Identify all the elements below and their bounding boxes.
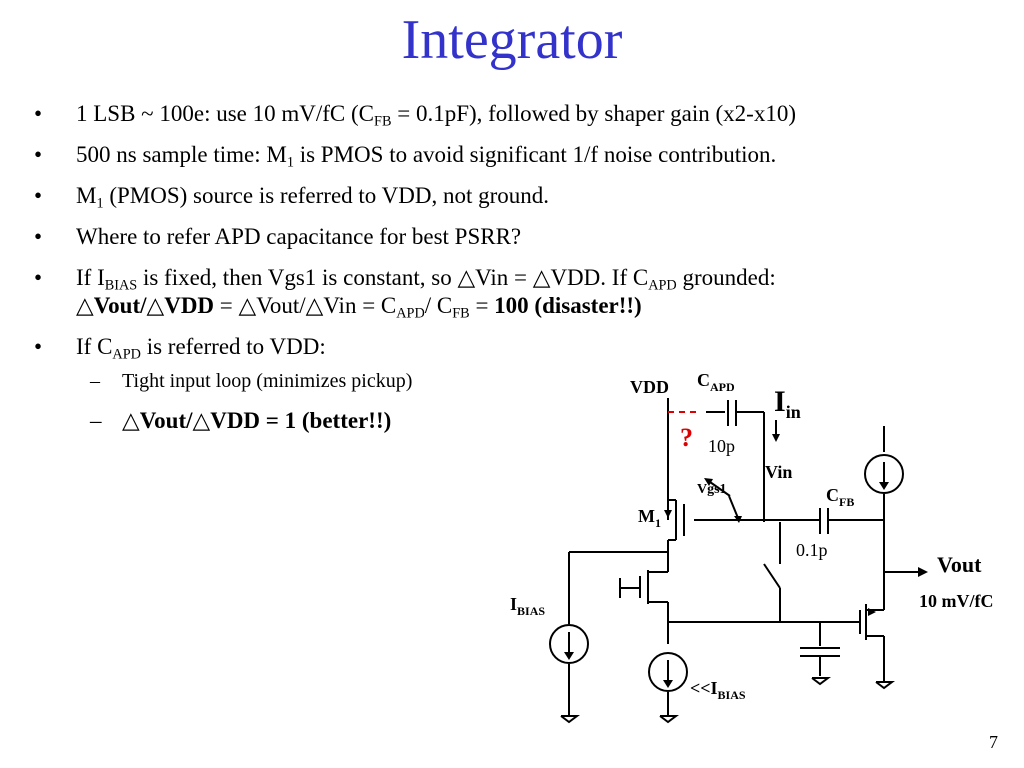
vgs1-label: Vgs1: [697, 482, 727, 497]
cfb-label: CFB: [826, 485, 854, 509]
bullet-capd-vdd: If CAPD is referred to VDD: –Tight input…: [30, 333, 1010, 435]
sub-bullet-tight-loop: –Tight input loop (minimizes pickup): [90, 370, 413, 392]
ibias2-label: <<IBIAS: [690, 678, 746, 702]
ground-ibias: [560, 715, 580, 724]
iin-arrowhead: [772, 434, 780, 442]
vgs1-arrowhead-lower: [734, 516, 742, 523]
bullet-ibias-fixed: If IBIAS is fixed, then Vgs1 is constant…: [30, 264, 1010, 320]
circuit-wires: [549, 398, 920, 724]
output-source-arrowhead: [879, 482, 889, 490]
bullet-apd-question: Where to refer APD capacitance for best …: [30, 223, 1010, 251]
vdd-label: VDD: [630, 377, 669, 397]
iin-label: Iin: [774, 385, 801, 422]
capd-label: CAPD: [697, 370, 735, 394]
switch-blade: [763, 563, 781, 589]
cfb-value-label: 0.1p: [796, 540, 828, 560]
vgs1-arrow-lower: [728, 495, 739, 519]
bullet-list: 1 LSB ~ 100e: use 10 mV/fC (CFB = 0.1pF)…: [30, 100, 1010, 448]
ground-ibias2: [659, 715, 679, 724]
ground-output: [875, 681, 895, 690]
ground-load-cap: [811, 677, 831, 686]
slide-number: 7: [989, 732, 998, 752]
ibias2-source: [648, 652, 688, 692]
question-mark: ?: [680, 423, 693, 452]
gain-label: 10 mV/fC: [919, 591, 994, 611]
bullet-m1-source: M1 (PMOS) source is referred to VDD, not…: [30, 182, 1010, 210]
vin-label: Vin: [765, 462, 792, 482]
slide-title: Integrator: [401, 9, 623, 71]
bullet-lsb: 1 LSB ~ 100e: use 10 mV/fC (CFB = 0.1pF)…: [30, 100, 1010, 128]
m1-label: M1: [638, 506, 661, 530]
vgs1-arrowhead-upper: [704, 478, 713, 486]
out-fet-arrow: [868, 608, 876, 616]
arrowheads: [564, 434, 928, 688]
sub-bullet-list: –Tight input loop (minimizes pickup) –△V…: [76, 367, 1010, 435]
ibias-source: [549, 624, 589, 664]
vgs1-arrow-upper: [709, 481, 731, 497]
sub-bullet-better: –△Vout/△VDD = 1 (better!!): [90, 408, 392, 433]
vout-label: Vout: [937, 552, 982, 577]
capd-value-label: 10p: [708, 436, 735, 456]
ibias-arrowhead: [564, 652, 574, 660]
ibias2-arrowhead: [663, 680, 673, 688]
vout-arrow: [918, 567, 928, 577]
bullet-sample-time: 500 ns sample time: M1 is PMOS to avoid …: [30, 141, 1010, 169]
ibias-label: IBIAS: [510, 594, 545, 618]
m1-source-arrow: [664, 510, 672, 518]
output-current-source: [864, 454, 904, 494]
